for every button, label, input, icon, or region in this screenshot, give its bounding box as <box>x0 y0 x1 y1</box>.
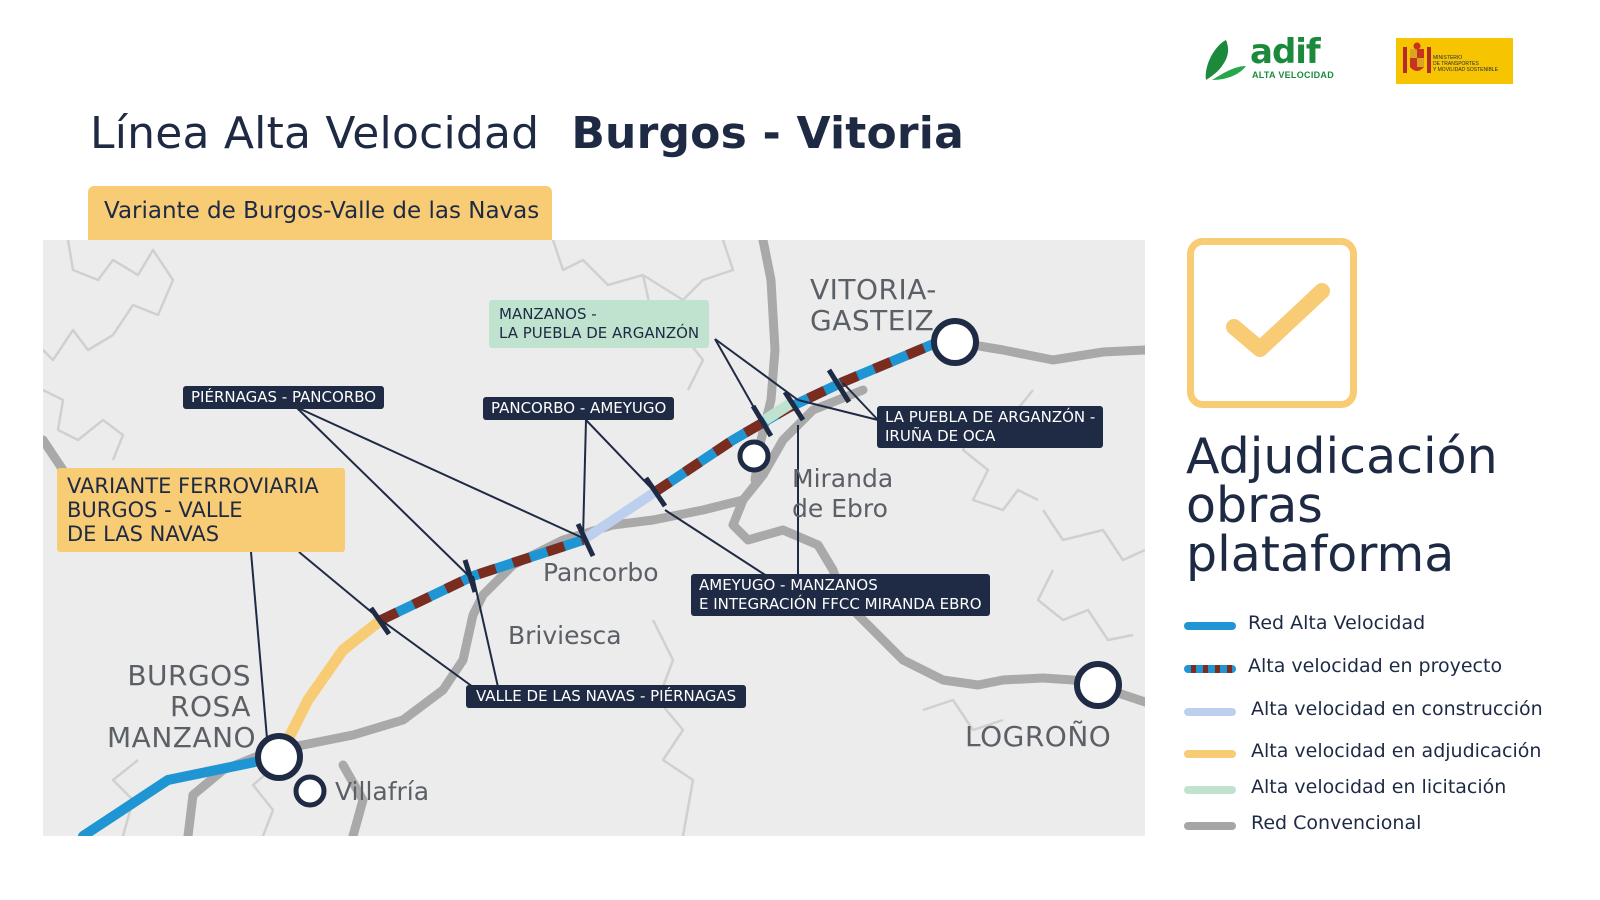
legend-item-tender: Alta velocidad en licitación <box>1184 774 1564 804</box>
label-manzanos-puebla: MANZANOS - LA PUEBLA DE ARGANZÓN <box>489 300 710 348</box>
legend-swatch <box>1184 750 1236 758</box>
legend-item-project: Alta velocidad en proyecto <box>1184 653 1564 683</box>
legend-swatch <box>1184 665 1236 673</box>
tender-segment <box>762 397 796 425</box>
legend-item-construction: Alta velocidad en construcción <box>1184 696 1564 726</box>
place-pancorbo: Pancorbo <box>543 558 659 587</box>
legend-swatch <box>1184 708 1236 716</box>
route-map: VITORIA- GASTEIZ Miranda de Ebro Pancorb… <box>43 240 1145 836</box>
legend-item-conventional: Red Convencional <box>1184 810 1564 840</box>
place-miranda: Miranda de Ebro <box>792 464 894 523</box>
station-miranda <box>737 439 771 473</box>
label-puebla-irunia: LA PUEBLA DE ARGANZÓN - IRUÑA DE OCA <box>877 406 1104 448</box>
page-title: Línea Alta Velocidad Burgos - Vitoria <box>90 108 964 159</box>
station-logrono <box>1074 661 1122 709</box>
legend-swatch <box>1184 622 1236 630</box>
coat-of-arms-icon <box>1403 42 1431 73</box>
label-pancorbo-ameyugo: PANCORBO - AMEYUGO <box>483 397 675 420</box>
legend-item-adjudication: Alta velocidad en adjudicación <box>1184 738 1564 768</box>
station-burgos <box>255 733 303 781</box>
adif-logo: adif ALTA VELOCIDAD <box>1200 32 1350 86</box>
label-valle-piernagas: VALLE DE LAS NAVAS - PIÉRNAGAS <box>466 685 747 708</box>
legend-item-high-speed: Red Alta Velocidad <box>1184 610 1564 640</box>
status-title: Adjudicación obras plataforma <box>1186 428 1498 583</box>
label-piernagas-pancorbo: PIÉRNAGAS - PANCORBO <box>183 386 385 409</box>
high-speed-line <box>78 752 284 836</box>
title-bold: Burgos - Vitoria <box>571 108 964 159</box>
ministry-text: MINISTERIO DE TRANSPORTES Y MOVILIDAD SO… <box>1433 55 1498 73</box>
place-vitoria: VITORIA- GASTEIZ <box>810 273 937 337</box>
ministry-logo: MINISTERIO DE TRANSPORTES Y MOVILIDAD SO… <box>1396 38 1513 84</box>
legend-swatch <box>1184 786 1236 794</box>
label-variante-ferroviaria: VARIANTE FERROVIARIA BURGOS - VALLE DE L… <box>57 468 345 552</box>
station-vitoria <box>931 318 979 366</box>
subtitle-tab: Variante de Burgos-Valle de las Navas <box>88 186 552 240</box>
adif-wordmark: adif <box>1250 32 1321 72</box>
station-villafria <box>293 774 327 808</box>
checkmark-icon <box>1187 238 1357 408</box>
stations <box>255 318 1122 808</box>
construction-segment <box>580 487 658 545</box>
label-ameyugo-manzanos: AMEYUGO - MANZANOS E INTEGRACIÓN FFCC MI… <box>691 574 990 616</box>
place-logrono: LOGROÑO <box>965 720 1112 753</box>
legend-swatch <box>1184 822 1236 830</box>
place-burgos: BURGOS ROSA MANZANO <box>107 659 257 754</box>
place-briviesca: Briviesca <box>508 621 622 650</box>
adjudication-segment <box>273 614 387 763</box>
place-villafria: Villafría <box>335 777 430 806</box>
adif-subtitle: ALTA VELOCIDAD <box>1252 70 1335 80</box>
title-light: Línea Alta Velocidad <box>90 108 540 159</box>
leader-lines <box>250 338 879 751</box>
checkmark-glyph <box>1226 283 1330 357</box>
adif-leaf-icon <box>1205 40 1246 80</box>
